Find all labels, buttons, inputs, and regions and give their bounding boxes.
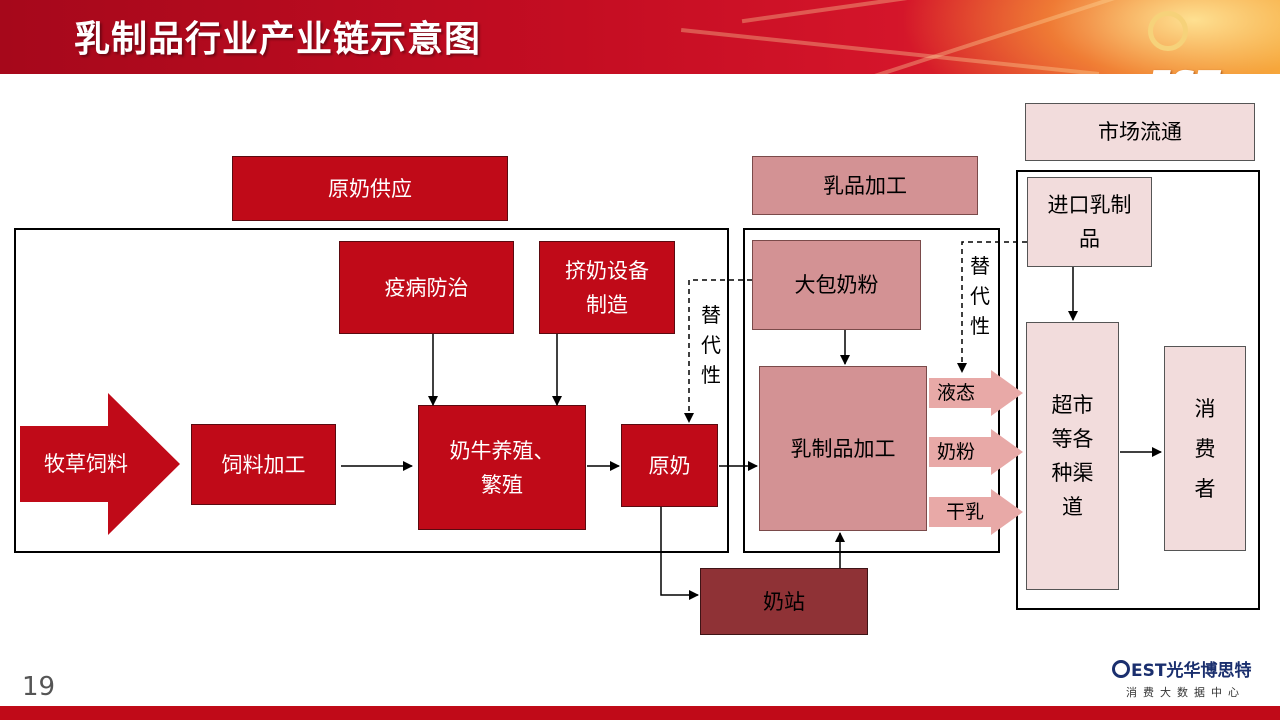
section-supply: 原奶供应 bbox=[232, 156, 508, 221]
milk-station-label: 奶站 bbox=[763, 589, 805, 614]
node-disease-control: 疫病防治 bbox=[339, 241, 514, 334]
imported-dairy-label: 进口乳制品 bbox=[1047, 193, 1132, 251]
substitute-label-right: 替代性 bbox=[970, 254, 990, 338]
feed-processing-label: 饲料加工 bbox=[221, 452, 306, 477]
node-bulk-milk-powder: 大包奶粉 bbox=[752, 240, 921, 330]
node-milk-station: 奶站 bbox=[700, 568, 868, 635]
product-powder: 奶粉 bbox=[937, 437, 975, 467]
dashed-substitute-left bbox=[684, 279, 752, 423]
logo-ring-icon bbox=[1148, 10, 1188, 51]
product-arrow-dry bbox=[929, 489, 1023, 535]
section-processing: 乳品加工 bbox=[752, 156, 978, 215]
milking-equipment-label: 挤奶设备制造 bbox=[565, 258, 649, 317]
product-liquid: 液态 bbox=[937, 378, 975, 408]
page-number: 19 bbox=[22, 672, 56, 702]
product-dry: 干乳 bbox=[946, 497, 984, 527]
product-dry-label: 干乳 bbox=[946, 501, 985, 523]
bulk-milk-powder-label: 大包奶粉 bbox=[794, 273, 879, 297]
node-imported-dairy: 进口乳制品 bbox=[1027, 177, 1152, 267]
footer-brand-sub: 消费大数据中心 bbox=[1126, 686, 1245, 699]
disease-control-label: 疫病防治 bbox=[384, 275, 469, 300]
dairy-processing-label: 乳制品加工 bbox=[790, 436, 896, 461]
substitute-label-left: 替代性 bbox=[701, 303, 721, 387]
supply-frame bbox=[14, 228, 729, 553]
forage-arrow bbox=[20, 393, 180, 535]
forage-label-box: 牧草饲料 bbox=[26, 446, 146, 482]
node-dairy-processing: 乳制品加工 bbox=[759, 366, 927, 531]
node-cow-breeding: 奶牛养殖、繁殖 bbox=[418, 405, 586, 530]
footer-logo-ring-icon bbox=[1112, 660, 1130, 678]
header-glow bbox=[900, 0, 1280, 74]
arrow-rawmilk-to-station bbox=[660, 507, 699, 600]
node-raw-milk: 原奶 bbox=[621, 424, 718, 507]
channels-label: 超市等各种渠道 bbox=[1051, 393, 1094, 519]
footer-logo: EST光华博思特 消费大数据中心 bbox=[1112, 656, 1272, 706]
section-processing-label: 乳品加工 bbox=[823, 173, 907, 198]
consumers-label: 消费者 bbox=[1194, 396, 1216, 501]
dashed-substitute-right bbox=[957, 241, 1027, 373]
node-consumers: 消费者 bbox=[1164, 346, 1246, 551]
product-arrow-powder bbox=[929, 429, 1023, 475]
forage-label: 牧草饲料 bbox=[44, 452, 128, 476]
product-liquid-label: 液态 bbox=[937, 382, 976, 404]
best-logo: EST bbox=[1148, 6, 1258, 74]
page-title: 乳制品行业产业链示意图 bbox=[74, 19, 482, 60]
node-feed-processing: 饲料加工 bbox=[191, 424, 336, 505]
footer-brand-name: 光华博思特 bbox=[1166, 661, 1252, 681]
section-supply-label: 原奶供应 bbox=[328, 176, 412, 201]
product-powder-label: 奶粉 bbox=[937, 441, 976, 463]
node-channels: 超市等各种渠道 bbox=[1026, 322, 1119, 590]
section-distribution: 市场流通 bbox=[1025, 103, 1255, 161]
section-distribution-label: 市场流通 bbox=[1098, 120, 1182, 144]
footer-brand-logo: EST bbox=[1131, 661, 1167, 681]
node-milking-equipment: 挤奶设备制造 bbox=[539, 241, 675, 334]
raw-milk-label: 原奶 bbox=[648, 453, 691, 478]
logo-text: EST bbox=[1148, 64, 1219, 74]
footer-brand: EST光华博思特 bbox=[1112, 656, 1272, 681]
cow-breeding-label: 奶牛养殖、繁殖 bbox=[449, 438, 555, 497]
product-arrow-liquid bbox=[929, 370, 1023, 416]
header-banner: 乳制品行业产业链示意图 EST bbox=[0, 0, 1280, 74]
footer-bar bbox=[0, 706, 1280, 720]
